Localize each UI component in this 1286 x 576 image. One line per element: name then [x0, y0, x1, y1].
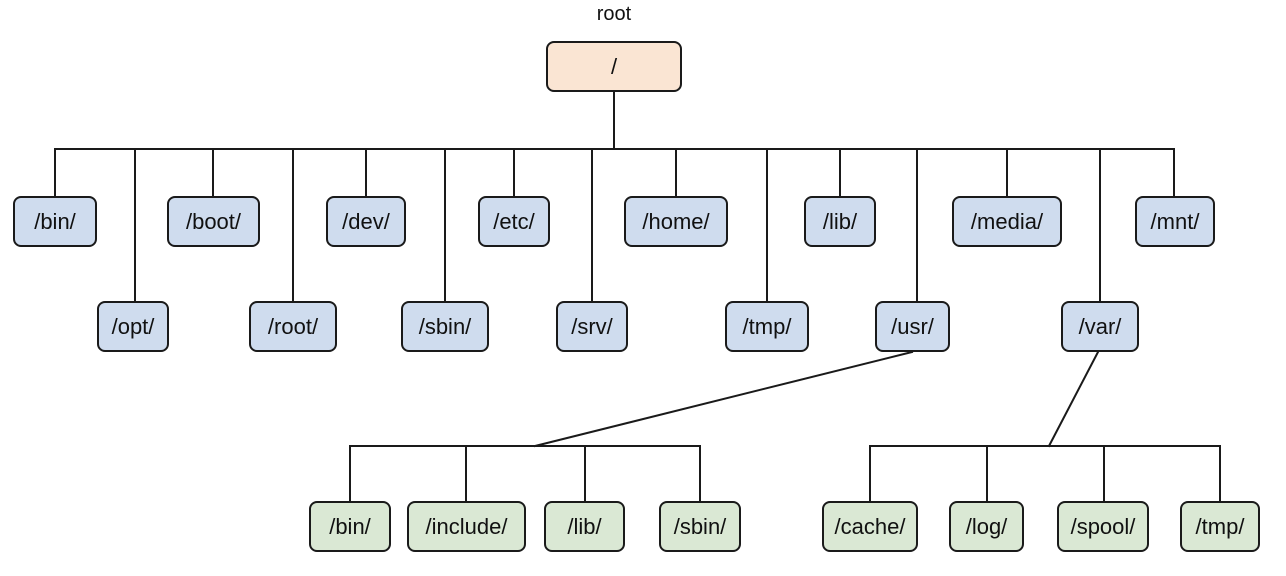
dir-srv: /srv/: [556, 301, 628, 352]
dir-usr: /usr/: [875, 301, 950, 352]
connector-var-diagonal: [1047, 350, 1100, 448]
usr-include: /include/: [407, 501, 526, 552]
var-spool: /spool/: [1057, 501, 1149, 552]
dir-dev: /dev/: [326, 196, 406, 247]
dir-lib: /lib/: [804, 196, 876, 247]
dir-mnt: /mnt/: [1135, 196, 1215, 247]
root-caption: root: [596, 3, 632, 25]
dir-opt: /opt/: [97, 301, 169, 352]
dir-sbin: /sbin/: [401, 301, 489, 352]
usr-sbin: /sbin/: [659, 501, 741, 552]
dir-bin: /bin/: [13, 196, 97, 247]
connector-usr-diagonal: [533, 350, 914, 448]
dir-var: /var/: [1061, 301, 1139, 352]
usr-bin: /bin/: [309, 501, 391, 552]
dir-home: /home/: [624, 196, 728, 247]
dir-etc: /etc/: [478, 196, 550, 247]
dir-boot: /boot/: [167, 196, 260, 247]
var-log: /log/: [949, 501, 1024, 552]
dir-tmp: /tmp/: [725, 301, 809, 352]
dir-media: /media/: [952, 196, 1062, 247]
root-node: /: [546, 41, 682, 92]
var-tmp: /tmp/: [1180, 501, 1260, 552]
dir-root: /root/: [249, 301, 337, 352]
var-cache: /cache/: [822, 501, 918, 552]
usr-lib: /lib/: [544, 501, 625, 552]
